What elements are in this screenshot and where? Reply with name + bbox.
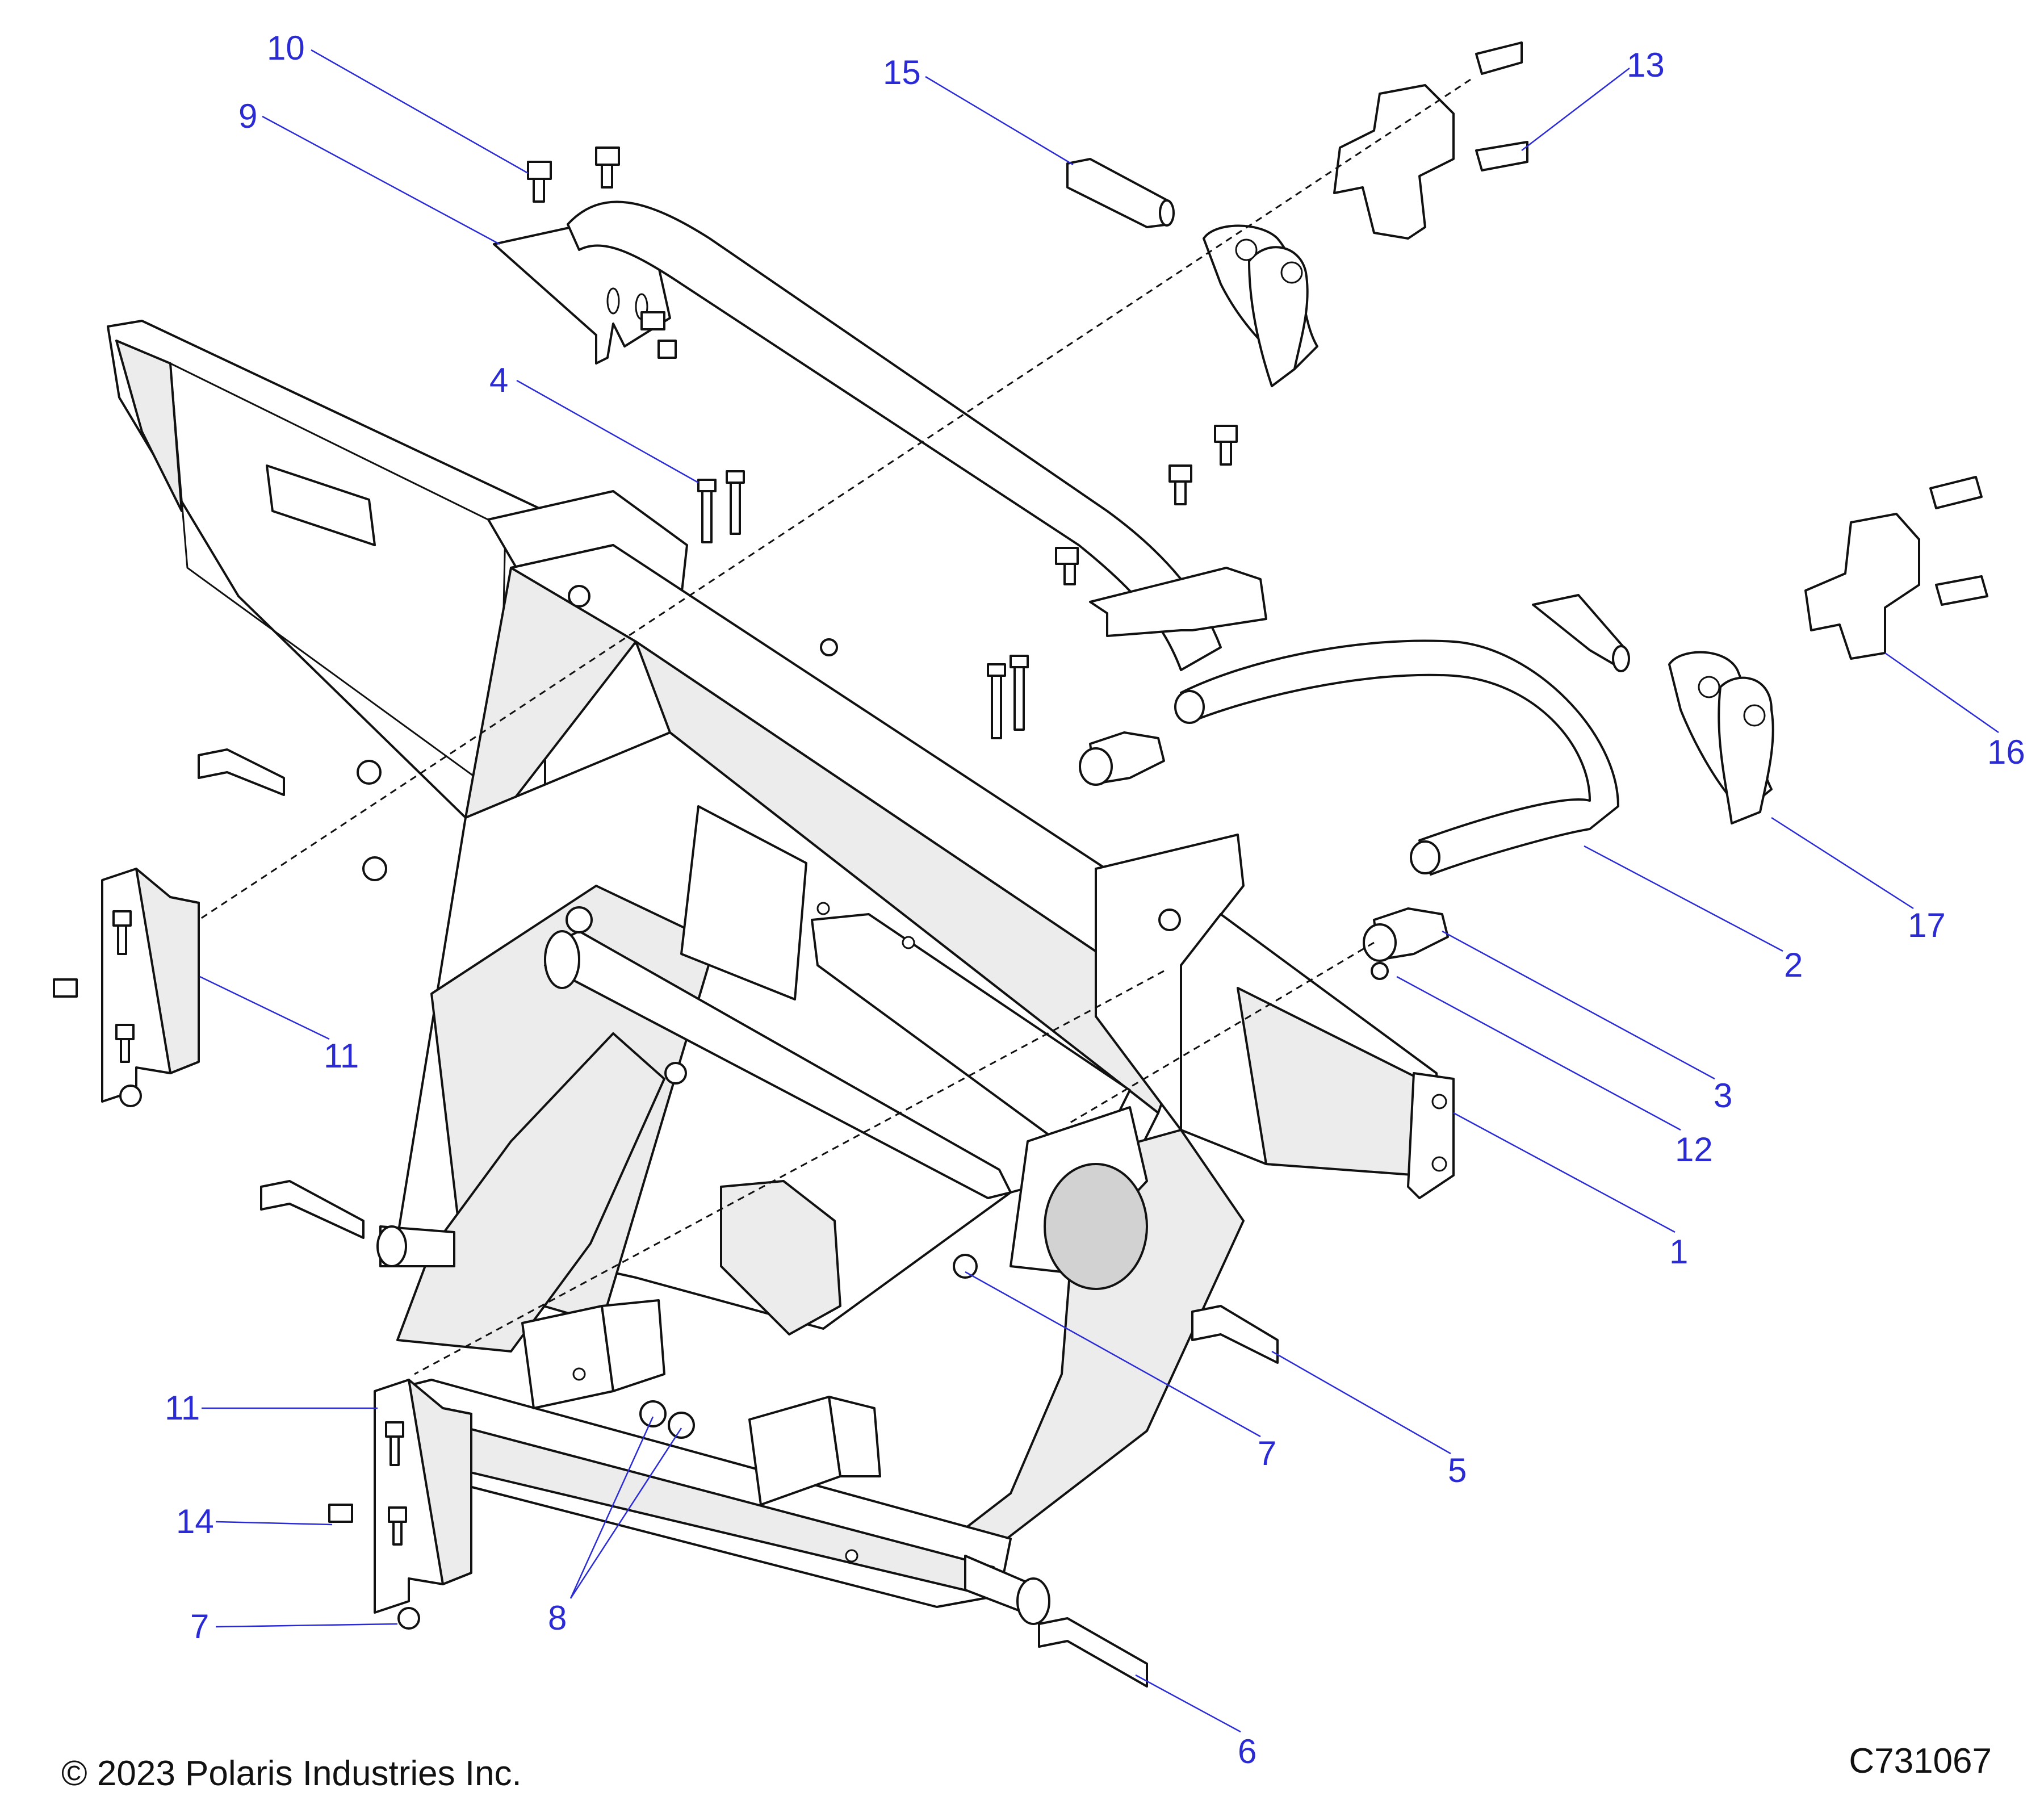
callout-7-lower-label: 7 [190,1607,209,1646]
callout-7-middle-label: 7 [1258,1434,1276,1472]
lower-tow-assembly [1532,476,1988,824]
callout-7-lower: 7 [190,1607,398,1646]
callout-5-label: 5 [1448,1451,1467,1489]
callout-3: 3 [1442,930,1732,1115]
callout-17: 17 [1771,817,1946,944]
callout-9-label: 9 [238,97,257,135]
callout-11-lower: 11 [165,1389,378,1427]
callout-7-middle: 7 [965,1271,1276,1472]
callout-13: 13 [1521,46,1665,151]
callout-6-label: 6 [1238,1732,1256,1770]
callout-1-label: 1 [1669,1233,1688,1271]
callout-17-label: 17 [1908,906,1946,944]
callout-5: 5 [1271,1350,1467,1489]
bumper-frame [107,320,1455,1625]
callout-11-upper-label: 11 [324,1037,359,1075]
loose-fasteners [53,585,1389,1688]
callouts: 10 9 15 13 4 16 17 2 [165,29,2025,1770]
callout-15-label: 15 [883,53,921,91]
callout-8-label: 8 [548,1599,567,1637]
upper-tow-assembly [1066,41,1528,387]
callout-12-label: 12 [1675,1131,1713,1169]
grab-bar-bolts [527,146,1238,585]
callout-14-label: 14 [176,1502,214,1540]
callout-16-label: 16 [1987,733,2025,771]
callout-4-label: 4 [489,361,508,399]
grab-bar [493,200,1267,671]
callout-3-label: 3 [1714,1077,1732,1115]
callout-14: 14 [176,1502,333,1540]
callout-11-lower-label: 11 [165,1389,200,1427]
assembly-lines [198,78,1471,1375]
callout-2-label: 2 [1784,946,1803,984]
callout-10: 10 [267,29,529,174]
figure-id: C731067 [1849,1741,1992,1781]
long-bolts-4 [697,470,1029,739]
callout-16: 16 [1884,652,2025,771]
callout-15: 15 [883,53,1074,166]
callout-9: 9 [238,97,500,245]
callout-2: 2 [1584,845,1803,984]
side-brackets [101,868,472,1614]
callout-1: 1 [1453,1112,1688,1271]
callout-6: 6 [1135,1674,1256,1770]
callout-4: 4 [489,361,699,484]
hoop-bar [1079,639,1619,962]
copyright-notice: © 2023 Polaris Industries Inc. [61,1754,522,1793]
callout-11-upper: 11 [199,976,359,1075]
callout-10-label: 10 [267,29,305,67]
callout-12: 12 [1396,976,1713,1169]
callout-13-label: 13 [1627,46,1665,84]
callout-8: 8 [548,1416,682,1637]
